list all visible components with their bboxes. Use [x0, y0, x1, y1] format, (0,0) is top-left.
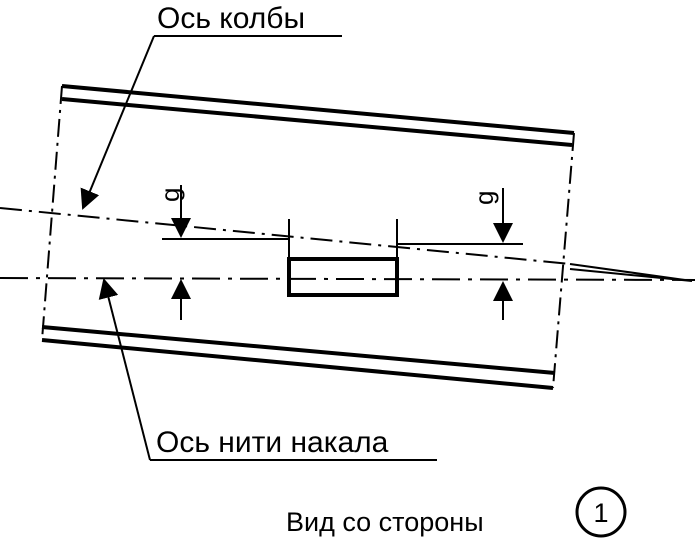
bulb-axis-tip: [569, 263, 693, 282]
bulb-top-outer-line: [61, 84, 575, 135]
leaders: [80, 35, 437, 461]
bulb-tube: [41, 84, 575, 390]
bulb-bottom-outer-line: [41, 338, 554, 390]
bulb-axis-line: [0, 207, 571, 265]
filament-rectangle: [287, 257, 399, 297]
axes: [0, 207, 695, 282]
filament-axis-line: [0, 277, 695, 281]
dimensions: [162, 185, 523, 320]
bulb-right-edge-dashdot: [552, 132, 575, 389]
view-caption: Вид со стороны: [286, 507, 484, 537]
bulb-bottom-inner-line: [41, 325, 556, 375]
filament-axis-leader: [98, 278, 151, 461]
bulb-axis-leader: [80, 35, 155, 210]
view-number: 1: [593, 498, 608, 528]
bulb-axis-label: Ось колбы: [157, 2, 305, 35]
filament: [287, 219, 399, 297]
bulb-top-inner-line: [61, 97, 573, 147]
view-number-circle: [575, 486, 627, 538]
left-gap-label: g: [155, 188, 185, 202]
filament-axis-label: Ось нити накала: [156, 426, 389, 459]
bulb-left-edge-dashdot: [41, 85, 63, 341]
right-gap-label: g: [469, 191, 499, 205]
